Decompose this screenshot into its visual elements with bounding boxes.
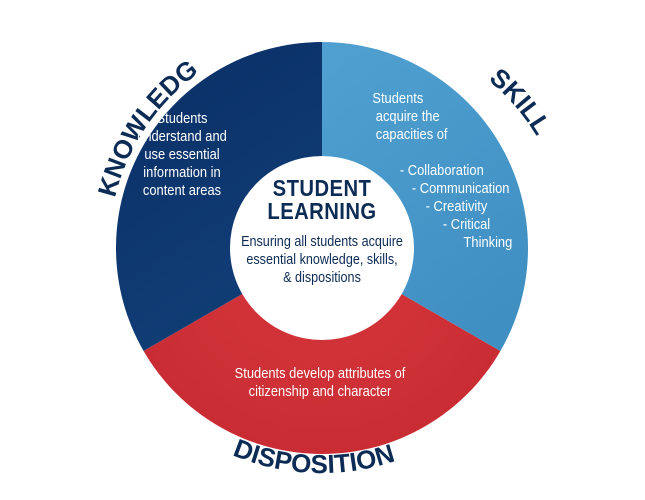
center-subtitle-line: Ensuring all students acquire <box>241 233 403 250</box>
center-title-line: LEARNING <box>267 198 377 224</box>
center-subtitle: Ensuring all students acquire essential … <box>238 233 406 287</box>
skills-item: - Creativity <box>425 198 488 215</box>
skills-item: Thinking <box>463 234 513 251</box>
skills-description: Students acquire the capacities of - Col… <box>350 90 513 252</box>
knowledge-line: use essential <box>144 146 220 163</box>
knowledge-line: understand and <box>137 128 227 145</box>
skills-item: - Collaboration <box>399 162 484 179</box>
skills-intro-line: Students <box>372 90 424 107</box>
dispositions-segment <box>143 248 501 454</box>
center-circle <box>230 156 414 340</box>
center-title: STUDENT LEARNING <box>252 177 393 223</box>
center-subtitle-line: & dispositions <box>283 269 361 286</box>
knowledge-line: information in <box>143 164 221 181</box>
knowledge-description: Students understand and use essential in… <box>122 110 242 200</box>
knowledge-line: content areas <box>142 182 222 199</box>
skills-intro-line: acquire the <box>375 108 440 125</box>
dispositions-description: Students develop attributes of citizensh… <box>217 365 423 401</box>
center-subtitle-line: essential knowledge, skills, <box>246 251 398 268</box>
knowledge-line: Students <box>156 110 208 127</box>
skills-intro-line: capacities of <box>375 126 448 143</box>
skills-item: - Critical <box>442 216 491 233</box>
dispositions-line: citizenship and character <box>248 383 392 400</box>
dispositions-line: Students develop attributes of <box>234 365 406 382</box>
center-title-line: STUDENT <box>272 175 372 201</box>
skills-item: - Communication <box>411 180 510 197</box>
